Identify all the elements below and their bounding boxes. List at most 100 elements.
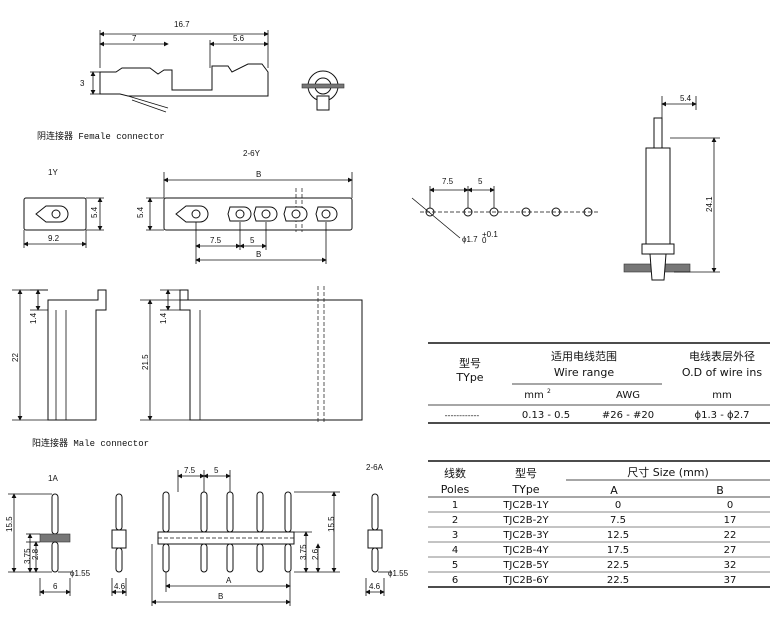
dim-21-5: 21.5 [141,354,150,370]
table-row: 1 TJC2B-1Y 0 0 [452,500,733,511]
dim-9-2: 9.2 [48,234,60,243]
wire-range-table: 型号 TYpe 适用电线范围 Wire range 电线表层外径 O.D of … [428,342,770,424]
row-type: TJC2B-3Y [502,530,549,541]
dim-4-6-b: 4.6 [369,582,381,591]
pin-on-pcb-view: 5.4 24.1 [623,94,720,281]
size-col-poles-en: Poles [441,483,470,496]
female-1y-top-view: 1Y 5.4 9.2 [23,168,104,248]
dim-24-1: 24.1 [705,196,714,212]
female-1y-side-view: 1.4 22 [11,289,107,421]
row-type: TJC2B-2Y [502,515,549,526]
wire-col-range-cn: 适用电线范围 [551,349,617,363]
wire-sub-sup: 2 [547,388,551,395]
female-connector-label: 阴连接器 Female connector [37,130,165,142]
view-1a-label: 1A [48,474,58,483]
row-b: 22 [724,530,737,541]
wire-sub-mm2: mm [524,390,543,401]
wire-row-awg: #26 - #20 [602,410,654,421]
table-row: 3 TJC2B-3Y 12.5 22 [452,530,737,541]
dim-7-5-a: 7.5 [210,236,222,245]
dim-7-5-c: 7.5 [184,466,196,475]
dim-15-5-a: 15.5 [5,516,14,532]
wire-row-type: ------------ [445,411,480,420]
dim-a: A [226,576,232,585]
dim-5-b: 5 [478,177,483,186]
dim-6-a: 6 [53,582,58,591]
male-2-6a-side-view: 2-6A ϕ1.55 4.6 [365,463,409,596]
size-col-type-en: TYpe [511,483,539,496]
dim-7: 7 [132,34,137,43]
row-b: 32 [724,560,737,571]
dim-phi-1-55-a: ϕ1.55 [70,569,91,578]
wire-row-mm2: 0.13 - 0.5 [522,410,570,421]
female-2-6y-side-view: 1.4 21.5 [140,286,363,424]
male-2-6a-front-view: 7.5 5 A B 3.75 2.6 15.5 [151,466,340,606]
size-col-a: A [610,484,618,497]
view-1y-label: 1Y [48,168,58,177]
terminal-side-view: 16.7 7 5.6 3 [80,20,269,113]
dim-phi-1-55-b: ϕ1.55 [388,569,409,578]
wire-col-range-en: Wire range [554,366,614,379]
dim-b-top: B [256,170,261,179]
wire-sub-mm: mm [712,390,731,401]
dim-b-bottom: B [256,250,261,259]
row-poles: 4 [452,545,458,556]
dim-5-4-b: 5.4 [136,206,145,218]
size-col-b: B [716,484,724,497]
row-poles: 1 [452,500,458,511]
wire-col-od-cn: 电线表层外径 [689,349,755,363]
dim-5-6: 5.6 [233,34,245,43]
dim-16-7: 16.7 [174,20,190,29]
male-1a-view: 1A 15.5 3.75 2.8 ϕ1.55 6 [5,474,91,596]
row-poles: 2 [452,515,458,526]
row-b: 0 [727,500,733,511]
dim-2-6: 2.6 [311,548,320,560]
view-2-6y-label: 2-6Y [243,149,261,158]
size-table: 线数 Poles 型号 TYpe 尺寸 Size (mm) A B 1 TJC2… [428,460,770,588]
row-poles: 5 [452,560,458,571]
dim-22: 22 [11,353,20,362]
row-type: TJC2B-4Y [502,545,549,556]
terminal-end-view [301,70,345,111]
dim-15-5-b: 15.5 [327,516,336,532]
wire-col-od-en: O.D of wire ins [682,366,762,379]
row-a: 0 [615,500,621,511]
wire-sub-awg: AWG [616,390,640,401]
view-2-6a-label: 2-6A [366,463,384,472]
dim-5-4-c: 5.4 [680,94,692,103]
wire-col-type-cn: 型号 [459,356,481,370]
dim-5-4-a: 5.4 [90,206,99,218]
row-a: 12.5 [607,530,629,541]
wire-col-type-en: TYpe [455,371,483,384]
dim-2-8: 2.8 [31,548,40,560]
dim-5-c: 5 [214,466,219,475]
table-row: 6 TJC2B-6Y 22.5 37 [452,575,737,586]
row-type: TJC2B-6Y [502,575,549,586]
dim-3-75-a: 3.75 [23,548,32,564]
row-type: TJC2B-1Y [502,500,549,511]
pcb-hole-pattern: 7.5 5 ϕ1.7 +0.1 0 [411,177,598,245]
size-col-poles-cn: 线数 [444,466,466,480]
row-b: 37 [724,575,737,586]
size-col-size: 尺寸 Size (mm) [627,465,709,479]
row-b: 27 [724,545,737,556]
dim-7-5-b: 7.5 [442,177,454,186]
row-b: 17 [724,515,737,526]
row-a: 7.5 [610,515,626,526]
table-row: 4 TJC2B-4Y 17.5 27 [452,545,737,556]
table-row: 5 TJC2B-5Y 22.5 32 [452,560,737,571]
dim-1-4-a: 1.4 [29,312,38,324]
row-a: 22.5 [607,575,629,586]
dim-3: 3 [80,79,85,88]
male-side-view: 4.6 [111,493,127,596]
dim-5-a: 5 [250,236,255,245]
female-2-6y-top-view: 2-6Y B 5.4 7.5 5 B [136,149,353,264]
dim-1-4-b: 1.4 [159,312,168,324]
row-type: TJC2B-5Y [502,560,549,571]
dim-tol-zero: 0 [482,236,487,245]
dim-4-6-a: 4.6 [114,582,126,591]
dim-tol-plus: +0.1 [482,230,498,239]
dim-phi-1-7: ϕ1.7 [462,235,478,244]
row-poles: 3 [452,530,458,541]
